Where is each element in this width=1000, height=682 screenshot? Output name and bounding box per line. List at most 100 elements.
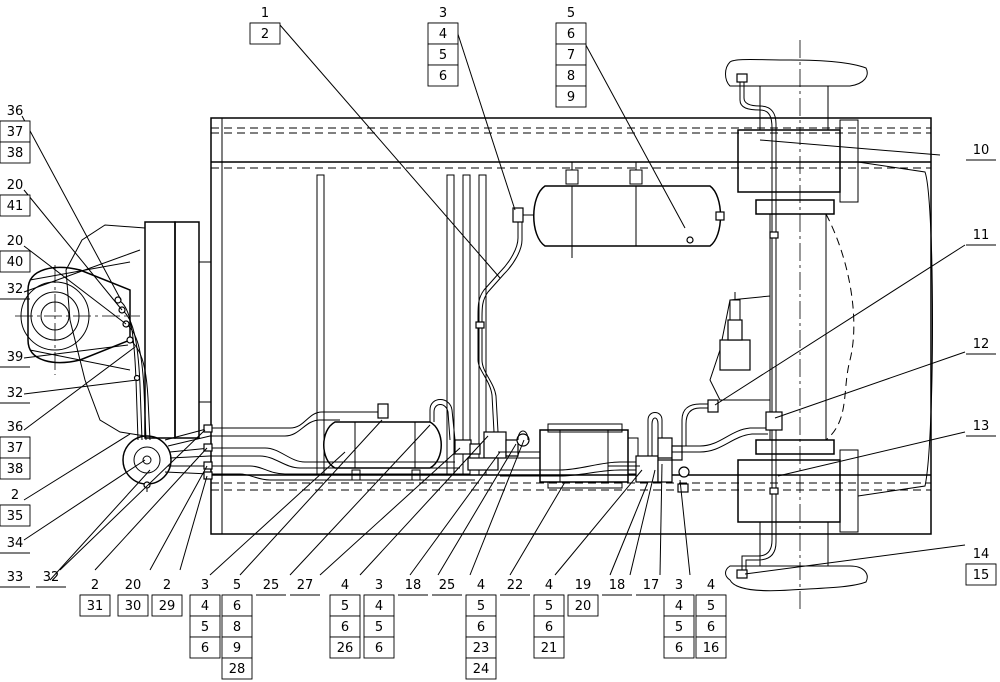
callout-label: 5 (375, 620, 383, 635)
callout-label: 12 (973, 337, 990, 352)
callout-label: 5 (233, 578, 241, 593)
callout-label: 6 (201, 641, 209, 656)
callout-label: 13 (973, 419, 990, 434)
callout-label: 6 (675, 641, 683, 656)
callout-label: 5 (201, 620, 209, 635)
callout-label: 36 (7, 104, 24, 119)
callout-label: 24 (473, 662, 490, 677)
chassis-frame (210, 117, 932, 535)
callout-box (189, 636, 221, 659)
callout-label: 5 (675, 620, 683, 635)
callout-label: 18 (609, 578, 626, 593)
callout-label: 2 (163, 578, 171, 593)
callout-label: 33 (7, 570, 24, 585)
callout-label: 18 (405, 578, 422, 593)
callout-label: 4 (707, 578, 715, 593)
callout-box (965, 563, 997, 586)
callout-label: 4 (439, 27, 447, 42)
callout-box (329, 636, 361, 659)
callout-label: 2 (11, 488, 19, 503)
callout-label: 6 (341, 620, 349, 635)
callout-label: 32 (7, 282, 24, 297)
callout-c7: 13 (966, 419, 996, 437)
callout-label: 11 (973, 228, 990, 243)
callout-box (0, 504, 31, 527)
callout-box (0, 457, 31, 480)
callout-box (567, 594, 599, 617)
callout-label: 27 (297, 578, 314, 593)
callout-label: 28 (229, 662, 246, 677)
lower-air-tank (323, 399, 481, 481)
callout-label: 38 (7, 462, 24, 477)
callout-label: 32 (43, 570, 60, 585)
callout-label: 5 (439, 48, 447, 63)
callout-label: 22 (507, 578, 524, 593)
callout-box (465, 657, 497, 680)
callout-label: 9 (567, 90, 575, 105)
callout-box (117, 594, 149, 617)
callout-label: 4 (201, 599, 209, 614)
front-axle-assembly (15, 221, 212, 439)
callout-label: 6 (707, 620, 715, 635)
callout-box (555, 85, 587, 108)
callout-c17: 34 (0, 536, 30, 554)
callout-label: 15 (973, 568, 990, 583)
callout-label: 3 (439, 6, 447, 21)
callout-label: 37 (7, 125, 24, 140)
callout-label: 4 (375, 599, 383, 614)
callout-c6: 12 (966, 337, 996, 355)
callout-c19: 32 (36, 570, 66, 588)
callout-box (151, 594, 183, 617)
tank-supply-pipe (475, 222, 523, 433)
callout-c1: 12 (249, 6, 281, 45)
right-valve-cluster (608, 412, 690, 493)
callout-label: 19 (575, 578, 592, 593)
callout-label: 9 (233, 641, 241, 656)
callout-label: 4 (675, 599, 683, 614)
callout-box (0, 141, 31, 164)
callout-label: 4 (341, 578, 349, 593)
callout-label: 4 (545, 578, 553, 593)
callout-label: 3 (675, 578, 683, 593)
callout-label: 8 (567, 69, 575, 84)
callout-label: 14 (973, 547, 990, 562)
callout-c13: 39 (0, 350, 30, 368)
callout-label: 20 (575, 599, 592, 614)
callout-c29: 18 (398, 578, 428, 596)
callout-label: 6 (567, 27, 575, 42)
callout-label: 20 (7, 234, 24, 249)
callout-box (0, 194, 31, 217)
callout-label: 35 (7, 509, 24, 524)
callout-label: 26 (337, 641, 354, 656)
callout-c32: 22 (500, 578, 530, 596)
callout-label: 5 (567, 6, 575, 21)
callout-box (249, 22, 281, 45)
callout-c18: 33 (0, 570, 30, 588)
callout-label: 20 (125, 578, 142, 593)
callout-label: 30 (125, 599, 142, 614)
callout-box (663, 636, 695, 659)
callout-label: 32 (7, 386, 24, 401)
callout-label: 23 (473, 641, 490, 656)
callout-c12: 32 (0, 282, 30, 300)
callout-label: 37 (7, 441, 24, 456)
callout-c22: 229 (151, 578, 183, 617)
callout-c4: 10 (966, 143, 996, 161)
callout-label: 34 (7, 536, 24, 551)
callout-label: 2 (261, 27, 269, 42)
callout-c20: 231 (79, 578, 111, 617)
callout-c37: 3 4 5 6 (663, 578, 695, 659)
callout-label: 6 (477, 620, 485, 635)
